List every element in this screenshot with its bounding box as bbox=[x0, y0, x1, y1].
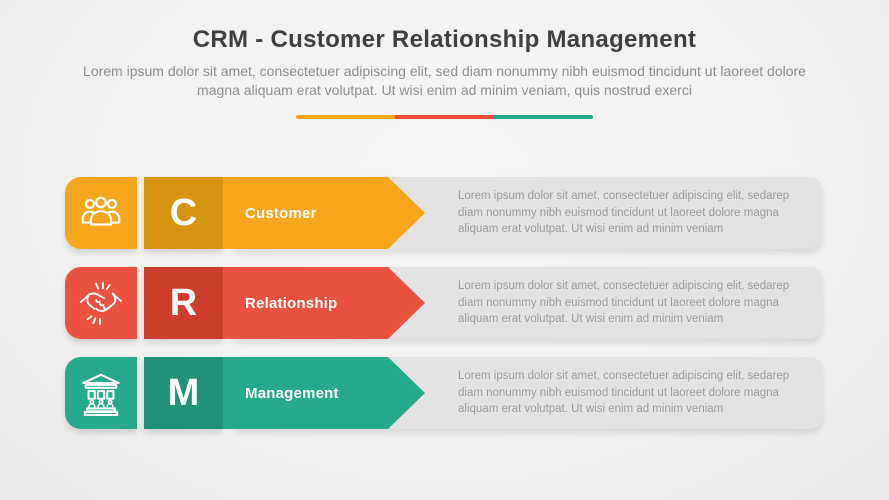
row-label: Customer bbox=[245, 204, 317, 222]
divider bbox=[296, 115, 593, 119]
divider-segment-orange bbox=[296, 115, 395, 119]
page-subtitle: Lorem ipsum dolor sit amet, consectetuer… bbox=[83, 63, 806, 98]
row-letter: M bbox=[167, 371, 200, 414]
row-description: Lorem ipsum dolor sit amet, consectetuer… bbox=[458, 369, 790, 416]
page-title: CRM - Customer Relationship Management bbox=[192, 26, 697, 53]
row-letter: C bbox=[169, 191, 198, 234]
icon-box bbox=[65, 177, 137, 249]
icon-box bbox=[65, 267, 137, 339]
row-label: Relationship bbox=[245, 294, 338, 312]
icon-box bbox=[65, 357, 137, 429]
arrow-banner bbox=[223, 267, 425, 339]
crm-row-customer: Lorem ipsum dolor sit amet, consectetuer… bbox=[0, 177, 889, 249]
bank-icon bbox=[78, 370, 124, 416]
handshake-icon bbox=[78, 280, 124, 326]
row-letter: R bbox=[169, 281, 198, 324]
row-description: Lorem ipsum dolor sit amet, consectetuer… bbox=[458, 279, 790, 326]
letter-badge: M bbox=[144, 357, 223, 429]
crm-row-relationship: Lorem ipsum dolor sit amet, consectetuer… bbox=[0, 267, 889, 339]
letter-badge: C bbox=[144, 177, 223, 249]
arrow-banner bbox=[223, 177, 425, 249]
group-icon bbox=[78, 190, 124, 236]
divider-segment-red bbox=[395, 115, 494, 119]
crm-row-management: Lorem ipsum dolor sit amet, consectetuer… bbox=[0, 357, 889, 429]
row-description: Lorem ipsum dolor sit amet, consectetuer… bbox=[458, 189, 790, 236]
letter-badge: R bbox=[144, 267, 223, 339]
divider-segment-teal bbox=[494, 115, 593, 119]
arrow-banner bbox=[223, 357, 425, 429]
row-label: Management bbox=[245, 384, 339, 402]
